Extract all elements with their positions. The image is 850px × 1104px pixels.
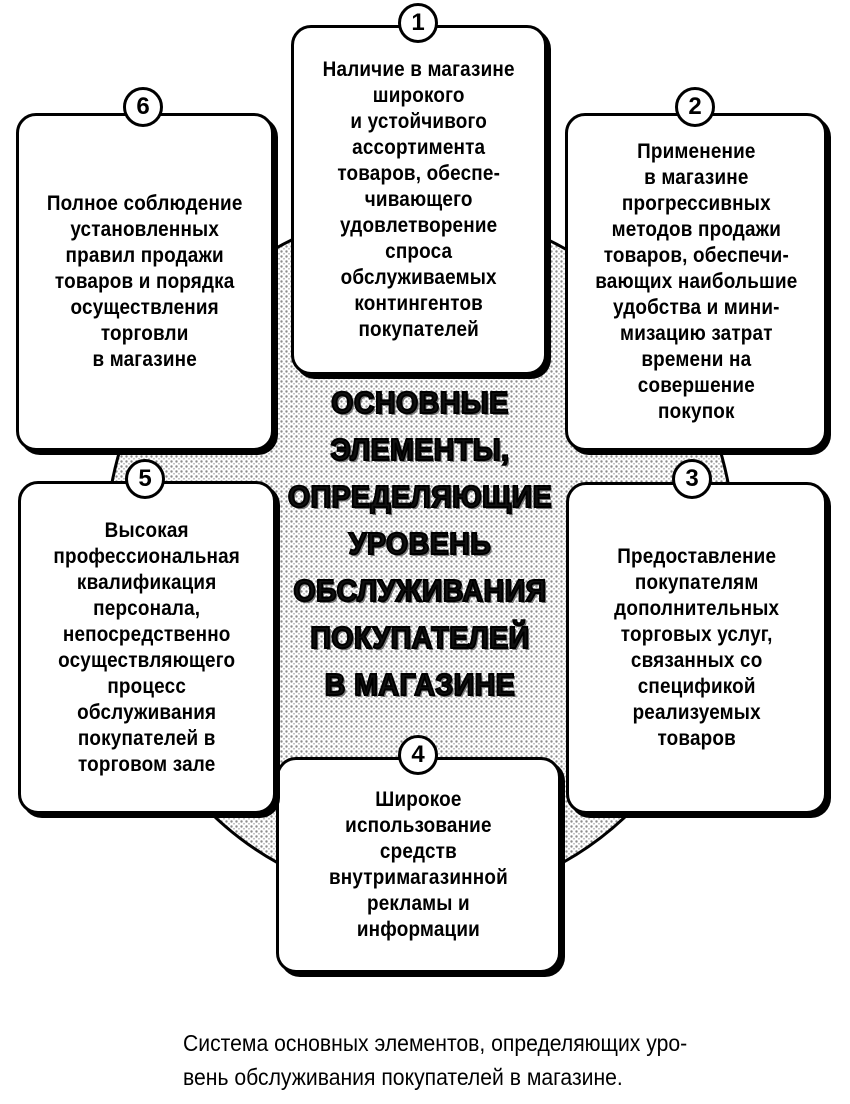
element-text-5: Высокая профессиональная квалификация пе… — [53, 518, 241, 776]
element-box-5: Высокая профессиональная квалификация пе… — [18, 481, 276, 814]
element-number-4: 4 — [398, 735, 438, 775]
element-text-4: Широкое использование средств внутримага… — [329, 788, 508, 941]
element-box-2: Применение в магазине прогрессивных мето… — [565, 113, 827, 451]
figure-caption: Система основных элементов, определяющих… — [183, 1030, 688, 1090]
element-box-1: Наличие в магазине широкого и устойчивог… — [291, 25, 547, 375]
element-text-3: Предоставление покупателям дополнительны… — [613, 545, 780, 750]
element-number-3: 3 — [672, 459, 712, 499]
element-number-1: 1 — [398, 3, 438, 43]
element-text-2: Применение в магазине прогрессивных мето… — [594, 140, 798, 423]
element-number-5: 5 — [125, 459, 165, 499]
element-box-4: Широкое использование средств внутримага… — [276, 757, 561, 973]
element-number-6: 6 — [123, 87, 163, 127]
element-number-2: 2 — [675, 87, 715, 127]
element-box-3: Предоставление покупателям дополнительны… — [566, 482, 827, 814]
element-box-6: Полное соблюдение установленных правил п… — [16, 113, 274, 451]
element-text-1: Наличие в магазине широкого и устойчивог… — [322, 58, 516, 341]
element-text-6: Полное соблюдение установленных правил п… — [47, 192, 243, 371]
center-title: ОСНОВНЫЕ ЭЛЕМЕНТЫ, ОПРЕДЕЛЯЮЩИЕ УРОВЕНЬ … — [287, 384, 553, 703]
